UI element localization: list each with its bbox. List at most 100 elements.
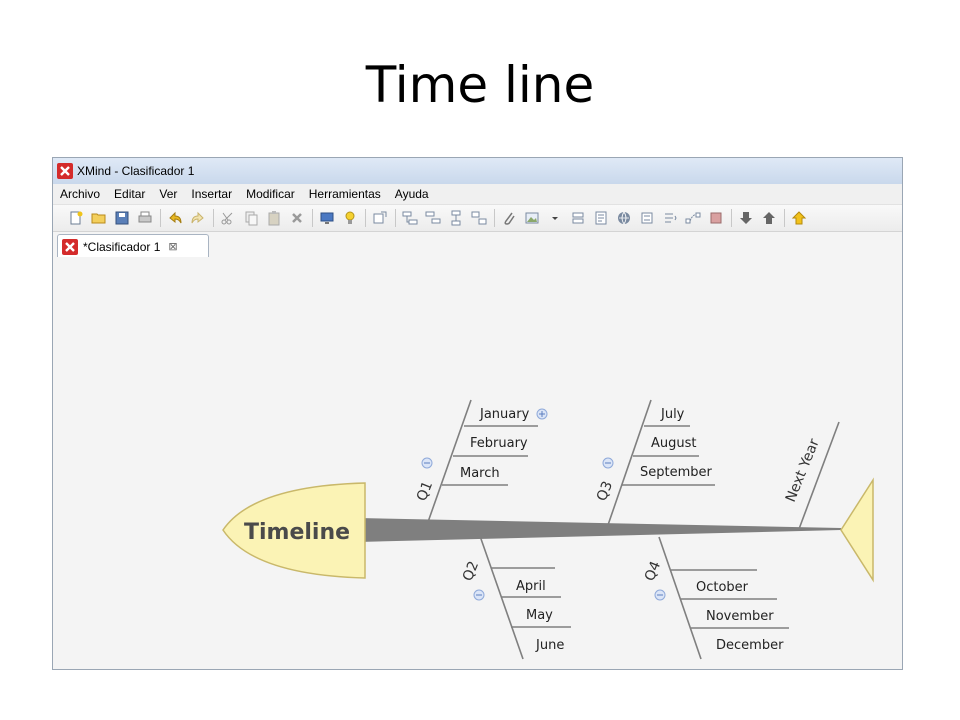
marker-icon <box>710 212 722 224</box>
scissors-icon <box>221 212 233 225</box>
q3-label: Q3 <box>594 479 616 503</box>
window-title: XMind - Clasificador 1 <box>77 164 195 178</box>
presentation-button[interactable] <box>318 209 336 227</box>
q4-collapse-icon[interactable] <box>654 589 666 601</box>
new-file-button[interactable] <box>67 209 85 227</box>
q1-collapse-icon[interactable] <box>421 457 433 469</box>
folder-open-icon <box>91 213 106 224</box>
summary-icon <box>641 212 653 224</box>
topic-icon <box>373 211 387 224</box>
upgrade-button[interactable] <box>790 209 808 227</box>
next-year-bone <box>798 421 840 530</box>
q2-topic-june[interactable]: June <box>535 638 564 653</box>
lightbulb-icon <box>345 211 355 224</box>
q2-collapse-icon[interactable] <box>473 589 485 601</box>
menu-insertar[interactable]: Insertar <box>191 187 233 201</box>
tab-clasificador[interactable]: *Clasificador 1 ⊠ <box>57 234 209 258</box>
mindmap-canvas[interactable]: Timeline January February March Q1 <box>53 257 902 669</box>
toolbar-separator <box>494 209 495 227</box>
q3-bone <box>607 399 652 526</box>
xmind-logo-icon <box>57 163 73 179</box>
delete-button[interactable] <box>288 209 306 227</box>
sibling-topic-button[interactable] <box>424 209 442 227</box>
q4-topic-october[interactable]: October <box>696 580 749 595</box>
arrow-up-yellow-icon <box>791 211 807 225</box>
paste-button[interactable] <box>265 209 283 227</box>
print-button[interactable] <box>136 209 154 227</box>
summary-button[interactable] <box>638 209 656 227</box>
q3-topic-august[interactable]: August <box>651 436 697 451</box>
chevron-down-icon <box>552 217 558 220</box>
close-tab-icon[interactable]: ⊠ <box>168 241 178 253</box>
toolbar-separator <box>365 209 366 227</box>
q3-topic-july[interactable]: July <box>660 407 685 422</box>
menu-editar[interactable]: Editar <box>114 187 146 201</box>
drill-up-button[interactable] <box>760 209 778 227</box>
q2-topic-april[interactable]: April <box>516 579 546 594</box>
central-topic-shape[interactable] <box>222 482 366 579</box>
next-year-label[interactable]: Next Year <box>783 436 823 504</box>
menu-ayuda[interactable]: Ayuda <box>394 187 429 201</box>
undo-button[interactable] <box>166 209 184 227</box>
monitor-icon <box>320 212 334 224</box>
cut-button[interactable] <box>219 209 237 227</box>
boundary-button[interactable] <box>569 209 587 227</box>
print-icon <box>138 211 152 223</box>
image-icon <box>525 212 539 224</box>
subtopic-button[interactable] <box>401 209 419 227</box>
paste-icon <box>268 211 280 226</box>
relationship-button[interactable] <box>684 209 702 227</box>
drill-down-button[interactable] <box>737 209 755 227</box>
menu-herramientas[interactable]: Herramientas <box>308 187 381 201</box>
open-button[interactable] <box>90 209 108 227</box>
menu-archivo[interactable]: Archivo <box>60 187 101 201</box>
globe-icon <box>618 211 630 225</box>
q1-topic-january[interactable]: January <box>479 407 530 422</box>
timeline-spine <box>358 518 841 542</box>
toolbar <box>53 205 902 232</box>
xmind-window: XMind - Clasificador 1 Archivo Editar Ve… <box>52 157 903 670</box>
insert-topic-button[interactable] <box>371 209 389 227</box>
fishbone-diagram: Timeline January February March Q1 <box>222 399 874 660</box>
toolbar-separator <box>731 209 732 227</box>
attach-button[interactable] <box>500 209 518 227</box>
image-dropdown-button[interactable] <box>546 209 564 227</box>
january-expand-icon[interactable] <box>536 408 548 420</box>
copy-button[interactable] <box>242 209 260 227</box>
floating-topic-button[interactable] <box>470 209 488 227</box>
arrow-down-icon <box>740 212 752 224</box>
delete-icon <box>292 213 302 223</box>
subtopic-icon <box>402 211 418 225</box>
slide-title: Time line <box>365 56 595 114</box>
q2-topic-may[interactable]: May <box>526 608 553 623</box>
parent-topic-button[interactable] <box>447 209 465 227</box>
menu-ver[interactable]: Ver <box>159 187 178 201</box>
marker-button[interactable] <box>707 209 725 227</box>
q3-topic-september[interactable]: September <box>640 465 713 480</box>
save-button[interactable] <box>113 209 131 227</box>
q1-topic-february[interactable]: February <box>470 436 528 451</box>
q4-topic-november[interactable]: November <box>706 609 774 624</box>
relationship-icon <box>685 212 701 224</box>
theme-button[interactable] <box>615 209 633 227</box>
image-button[interactable] <box>523 209 541 227</box>
xmind-logo-icon <box>62 238 78 255</box>
q4-bone <box>658 536 702 660</box>
labels-button[interactable] <box>661 209 679 227</box>
undo-icon <box>169 211 182 224</box>
paperclip-icon <box>504 212 515 225</box>
brainstorm-button[interactable] <box>341 209 359 227</box>
copy-icon <box>245 211 258 226</box>
q1-topic-march[interactable]: March <box>460 466 500 481</box>
editor-tabstrip: *Clasificador 1 ⊠ <box>53 232 902 258</box>
new-file-icon <box>70 211 83 225</box>
notes-button[interactable] <box>592 209 610 227</box>
q3-collapse-icon[interactable] <box>602 457 614 469</box>
tab-label: *Clasificador 1 <box>83 239 161 254</box>
menu-modificar[interactable]: Modificar <box>246 187 295 201</box>
q2-label: Q2 <box>460 559 482 583</box>
tail-shape <box>840 477 874 583</box>
q4-topic-december[interactable]: December <box>716 638 784 653</box>
redo-button[interactable] <box>189 209 207 227</box>
toolbar-separator <box>213 209 214 227</box>
